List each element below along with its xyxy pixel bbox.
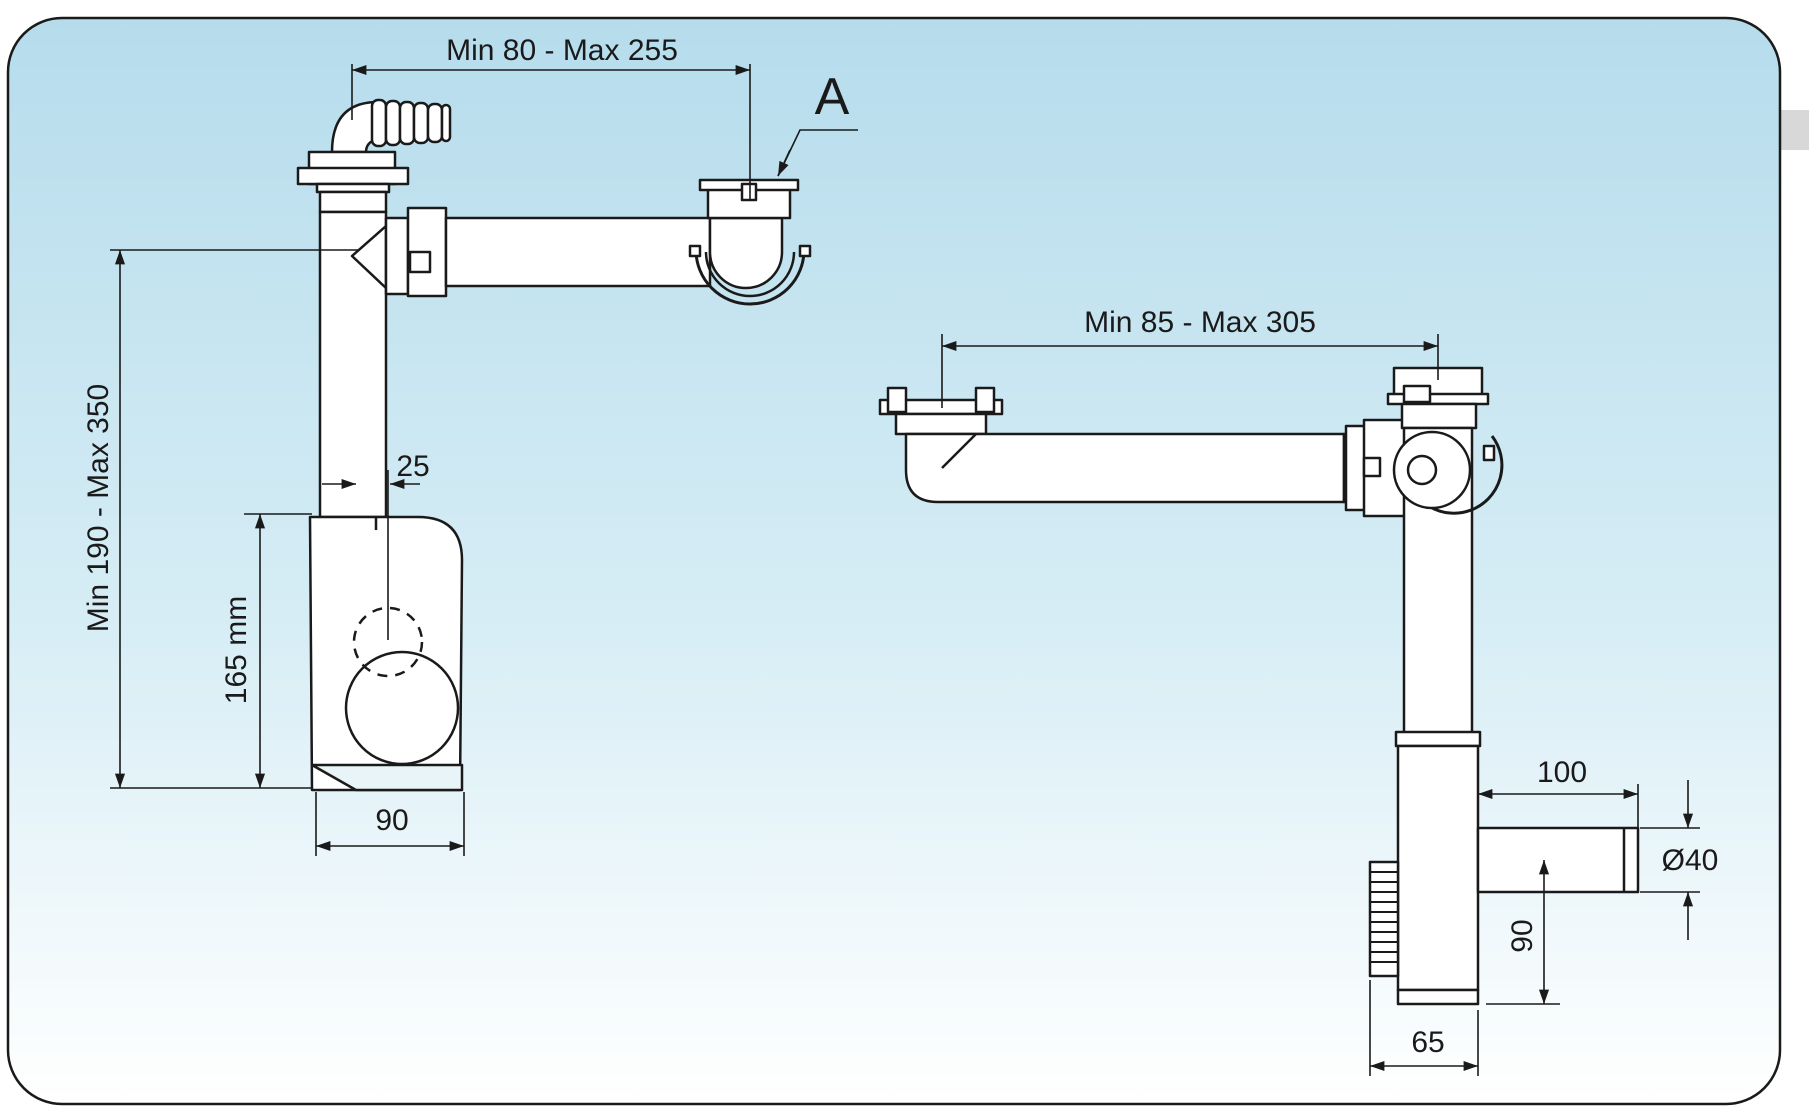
second-basin-outlet [878, 386, 1346, 504]
outlet-height-90-label: 90 [1506, 919, 1539, 952]
offset-25-label: 25 [396, 450, 429, 483]
width-65-label: 65 [1411, 1026, 1444, 1059]
right-top-cap [1386, 366, 1490, 430]
width-90-label: 90 [375, 804, 408, 837]
outlet-100-label: 100 [1537, 756, 1587, 789]
corrugated-hose-connector [330, 98, 452, 154]
side-ring-connector [1392, 430, 1504, 515]
left-siphon-drawing [296, 98, 812, 792]
basin-outlet [688, 178, 812, 306]
top-cap [296, 150, 410, 214]
drawing-panel [6, 16, 1782, 1106]
height-range-label: Min 190 - Max 350 [82, 384, 115, 632]
bottle-body [308, 515, 464, 792]
part-a-label: A [815, 68, 850, 126]
right-bottle-body [1368, 744, 1640, 1006]
right-dimensions [941, 334, 1700, 1076]
height-165-label: 165 mm [220, 596, 253, 704]
right-width-label: Min 85 - Max 305 [1084, 306, 1316, 339]
horizontal-pipe [444, 216, 712, 288]
left-dimensions [110, 64, 858, 856]
diameter-40-label: Ø40 [1662, 844, 1719, 877]
top-width-label: Min 80 - Max 255 [446, 34, 678, 67]
right-siphon-drawing [878, 366, 1640, 1006]
